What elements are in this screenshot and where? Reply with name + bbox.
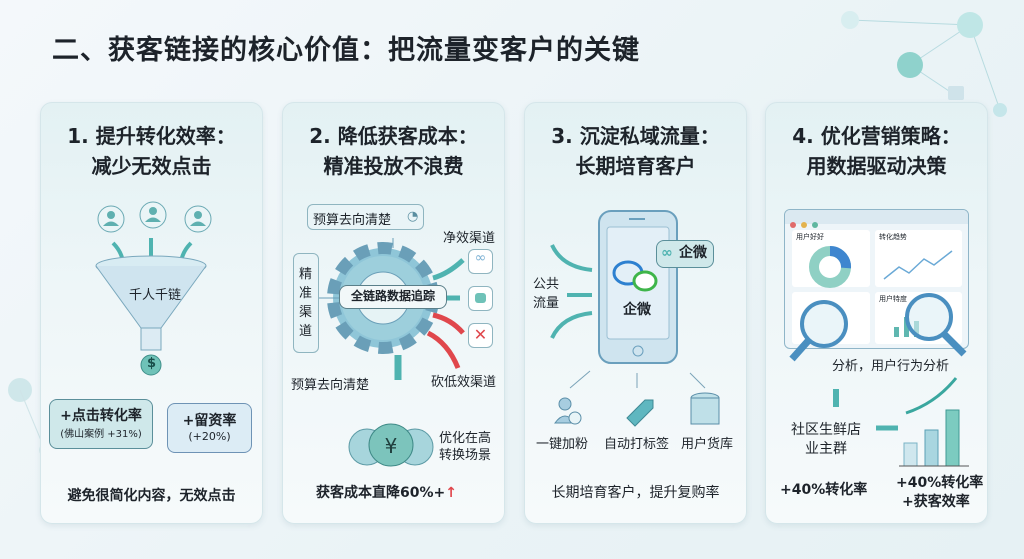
- tag-icon: [626, 399, 654, 427]
- chat-icon: [612, 260, 658, 292]
- card-footer: 获客成本直降60%+↑: [316, 485, 457, 501]
- budget-label-top: 预算去向清楚: [313, 213, 392, 228]
- funnel-diagram: [95, 201, 212, 376]
- analysis-label: 分析，用户行为分析: [832, 359, 950, 374]
- public-traffic-label: 公共流量: [533, 277, 560, 311]
- result-right-2: +获客效率: [902, 494, 970, 510]
- result-right-1: +40%转化率: [896, 475, 984, 491]
- panel-label: 用户特度: [879, 295, 907, 303]
- arrow-icon: [426, 258, 465, 369]
- card-footer: 避免很简化内容，无效点击: [67, 488, 236, 504]
- phone-label: 企微: [623, 302, 651, 318]
- page-title: 二、获客链接的核心价值：把流量变客户的关键: [52, 35, 640, 66]
- funnel-label: 千人千链: [129, 288, 182, 303]
- dashboard-graphics: [789, 245, 967, 407]
- user-icon: [139, 201, 167, 229]
- panel-label: 转化趋势: [879, 233, 907, 241]
- line-chart-icon: [883, 250, 953, 280]
- link-icon: ∞: [468, 249, 493, 274]
- precise-channel-label: 精准渠道: [299, 267, 313, 339]
- channel-icon: [468, 286, 493, 311]
- svg-text:¥: ¥: [385, 434, 398, 458]
- net-channel-label: 净效渠道: [443, 231, 496, 246]
- budget-label-bottom: 预算去向清楚: [291, 378, 370, 393]
- gear-label: 全链路数据追踪: [339, 285, 447, 309]
- card-conversion-efficiency: 1. 提升转化效率：减少无效点击 千人千链 $ +点击转化率(佛山案例 +31%…: [40, 102, 263, 524]
- community-label: 社区生鲜店业主群: [791, 422, 861, 457]
- dollar-icon: [140, 354, 162, 376]
- network-decoration: [841, 11, 1007, 117]
- card-heading: 1. 提升转化效率：减少无效点击: [67, 124, 236, 178]
- feature-user-store: 用户货库: [681, 437, 734, 452]
- network-node-icon: [841, 11, 859, 29]
- feature-auto-tag: 自动打标签: [604, 437, 670, 452]
- money-bags-icon: ¥: [348, 423, 434, 467]
- dollar-icon: $: [147, 356, 157, 371]
- card-marketing-strategy: 4. 优化营销策略：用数据驱动决策 用户好好 转化趋势 用户特度 分析，用户行为…: [765, 102, 988, 524]
- pie-icon: ◔: [407, 209, 419, 224]
- card-footer: 长期培育客户，提升复购率: [551, 485, 720, 501]
- feature-icons: [554, 370, 720, 427]
- card-reduce-cost: 2. 降低获客成本：精准投放不浪费 预算去向清楚 ◔ 精准渠道 全链路数据追踪 …: [282, 102, 505, 524]
- wecom-tag: ∞企微: [656, 240, 714, 268]
- close-icon: ✕: [468, 323, 493, 348]
- magnifier-icon: [789, 300, 848, 362]
- result-left: +40%转化率: [780, 482, 868, 498]
- card-heading: 3. 沉淀私域流量：长期培育客户: [551, 124, 720, 178]
- magnifier-icon: [905, 293, 967, 357]
- feature-add-fans: 一键加粉: [536, 437, 589, 452]
- chart-node-icon: [948, 86, 964, 100]
- panel-label: 用户好好: [796, 233, 824, 241]
- optimize-label: 优化在高转换场景: [439, 431, 492, 463]
- up-arrow-icon: ↑: [445, 485, 457, 501]
- click-conversion-bubble: +点击转化率(佛山案例 +31%): [49, 399, 153, 449]
- lead-retention-bubble: +留资率(+20%): [167, 403, 252, 453]
- donut-chart-icon: [809, 245, 851, 288]
- growth-chart-icon: [876, 377, 969, 467]
- inflow-arrows-icon: [550, 244, 593, 339]
- user-icon: [184, 205, 212, 233]
- diamond-node-icon: [897, 52, 923, 78]
- phone-icon: [598, 210, 678, 364]
- card-private-traffic: 3. 沉淀私域流量：长期培育客户 企微 ∞企微 公共流量 一键加粉 自动打标签 …: [524, 102, 747, 524]
- user-icon: [97, 205, 125, 233]
- card-heading: 2. 降低获客成本：精准投放不浪费: [309, 124, 478, 178]
- link-icon: ∞: [661, 245, 673, 261]
- user-node-icon: [957, 12, 983, 38]
- database-icon: [690, 392, 720, 425]
- card-heading: 4. 优化营销策略：用数据驱动决策: [792, 124, 961, 178]
- add-user-icon: [554, 397, 582, 425]
- cut-channel-label: 砍低效渠道: [431, 375, 497, 390]
